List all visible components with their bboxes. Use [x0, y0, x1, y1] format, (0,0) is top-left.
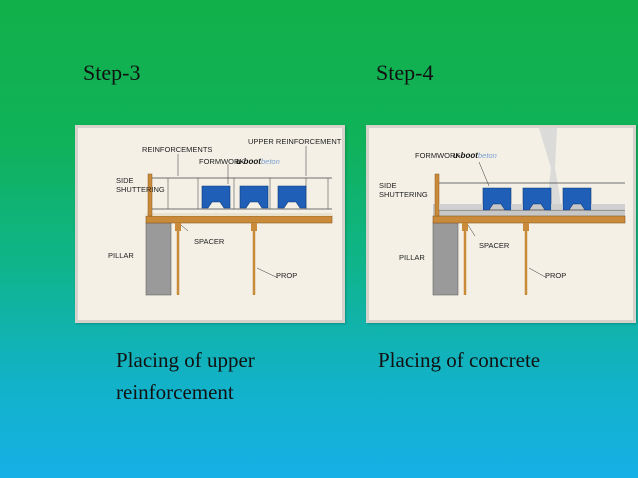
step-3-caption: Placing of upper reinforcement	[116, 344, 336, 408]
uboot-module	[482, 187, 512, 211]
pillar-label: PILLAR	[399, 253, 425, 262]
formwork-slab	[145, 215, 333, 224]
uboot-module	[522, 187, 552, 211]
pillar-shape	[145, 222, 172, 296]
upper-reinforcement-label: UPPER REINFORCEMENT	[248, 137, 342, 146]
step-4-caption: Placing of concrete	[378, 348, 541, 372]
shuttering-label: SHUTTERING	[116, 185, 165, 194]
step-4-diagram: FORMWORK u-boot beton SIDE SHUTTERING SP…	[366, 125, 636, 323]
step-3-title: Step-3	[83, 60, 141, 85]
side-label: SIDE	[116, 176, 134, 185]
uboot-modules	[201, 185, 307, 209]
step-3-caption-line-2: reinforcement	[116, 380, 234, 404]
shuttering-label: SHUTTERING	[379, 190, 428, 199]
leader-lines	[177, 146, 307, 279]
bottom-layer	[146, 213, 332, 216]
step-4-diagram-svg: FORMWORK u-boot beton SIDE SHUTTERING SP…	[379, 128, 626, 296]
reinforcements-label: REINFORCEMENTS	[142, 145, 212, 154]
spacer-label: SPACER	[194, 237, 225, 246]
side-label: SIDE	[379, 181, 397, 190]
step-3-caption-line-1: Placing of upper	[116, 348, 255, 372]
side-shuttering	[434, 173, 440, 217]
brand-bold-label: u-boot	[236, 157, 261, 166]
uboot-module	[239, 185, 269, 209]
leader-lines	[467, 161, 548, 279]
formwork-label: FORMWORK	[199, 157, 244, 166]
step-3-diagram: REINFORCEMENTS UPPER REINFORCEMENT FORMW…	[75, 125, 345, 323]
uboot-modules	[482, 187, 592, 211]
prop-head	[251, 223, 257, 231]
concrete-fill	[439, 204, 625, 210]
formwork-label: FORMWORK	[415, 151, 460, 160]
step-3-diagram-svg: REINFORCEMENTS UPPER REINFORCEMENT FORMW…	[108, 137, 342, 296]
step-4-title: Step-4	[376, 60, 434, 85]
side-shuttering	[147, 173, 153, 217]
brand-bold-label: u-boot	[453, 151, 478, 160]
formwork-slab	[432, 215, 626, 224]
uboot-module	[201, 185, 231, 209]
prop-label: PROP	[545, 271, 566, 280]
prop-head	[462, 223, 468, 231]
uboot-module	[562, 187, 592, 211]
uboot-module	[277, 185, 307, 209]
pillar-shape	[432, 222, 459, 296]
pillar-label: PILLAR	[108, 251, 134, 260]
prop-label: PROP	[276, 271, 297, 280]
spacer-label: SPACER	[479, 241, 510, 250]
brand-light-label: beton	[261, 157, 280, 166]
brand-light-label: beton	[478, 151, 497, 160]
prop-head	[175, 223, 181, 231]
prop-head	[523, 223, 529, 231]
concrete-pour	[539, 128, 561, 204]
